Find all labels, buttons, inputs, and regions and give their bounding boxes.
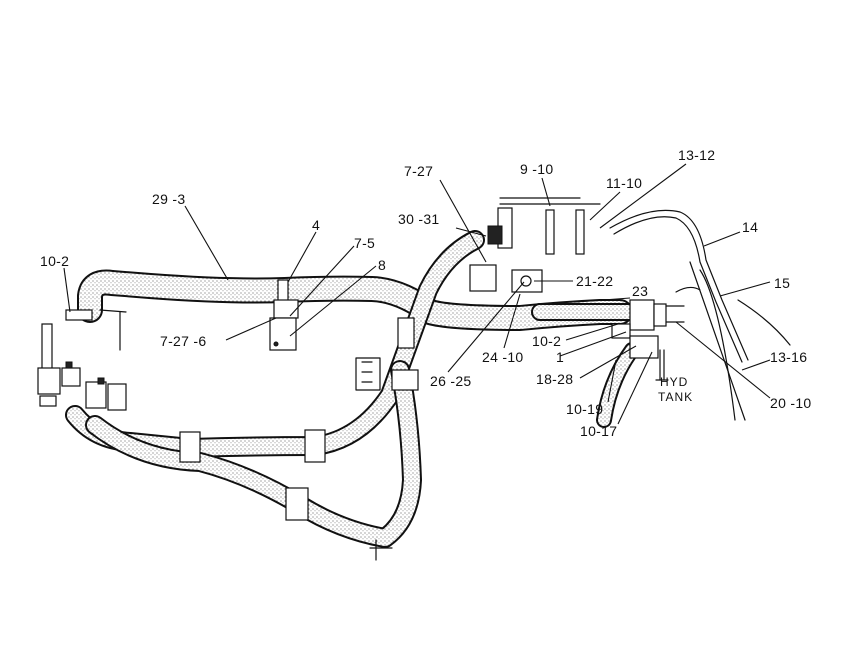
callout-23: 23 <box>632 283 648 299</box>
callout-21-22: 21-22 <box>576 273 613 289</box>
callout-7-5: 7-5 <box>354 235 375 251</box>
hyd-tank-label-line2: TANK <box>658 390 693 404</box>
callout-10-19: 10-19 <box>566 401 603 417</box>
callout-11-10: 11-10 <box>606 175 642 191</box>
left-components <box>37 309 127 411</box>
callout-30-31: 30 -31 <box>398 211 440 227</box>
callout-18-28: 18-28 <box>536 371 573 387</box>
frame-lines <box>689 261 791 421</box>
callout-9-10: 9 -10 <box>520 161 553 177</box>
bracket-7-27 <box>469 264 543 293</box>
hyd-tank-label-line1: HYD <box>660 375 688 389</box>
valve-9-10 <box>487 197 601 255</box>
fitting-23 <box>629 299 685 331</box>
leader-lines <box>63 163 771 425</box>
callout-24-10: 24 -10 <box>482 349 524 365</box>
hose-10-19 <box>596 342 640 428</box>
callout-10-17: 10-17 <box>580 423 617 439</box>
fitting-1 <box>611 323 659 359</box>
tube-14 <box>609 209 749 363</box>
callout-13-12: 13-12 <box>678 147 715 163</box>
hose-29-3 <box>77 269 633 331</box>
callout-20-10: 20 -10 <box>770 395 812 411</box>
callout-29-3: 29 -3 <box>152 191 185 207</box>
clamp-upper-mid <box>391 317 419 391</box>
callout-10-2-right: 10-2 <box>532 333 561 349</box>
callout-8: 8 <box>378 257 386 273</box>
callout-14: 14 <box>742 219 758 235</box>
callout-4: 4 <box>312 217 320 233</box>
callout-10-2-left: 10-2 <box>40 253 69 269</box>
callout-1: 1 <box>556 349 564 365</box>
callout-13-16: 13-16 <box>770 349 807 365</box>
callout-7-27: 7-27 <box>404 163 433 179</box>
callout-26-25: 26 -25 <box>430 373 472 389</box>
callout-7-27-6: 7-27 -6 <box>160 333 206 349</box>
misc-marks <box>355 286 701 561</box>
hyd-tank-stub <box>655 349 669 381</box>
clamp-lower-1 <box>179 429 326 521</box>
callout-15: 15 <box>774 275 790 291</box>
